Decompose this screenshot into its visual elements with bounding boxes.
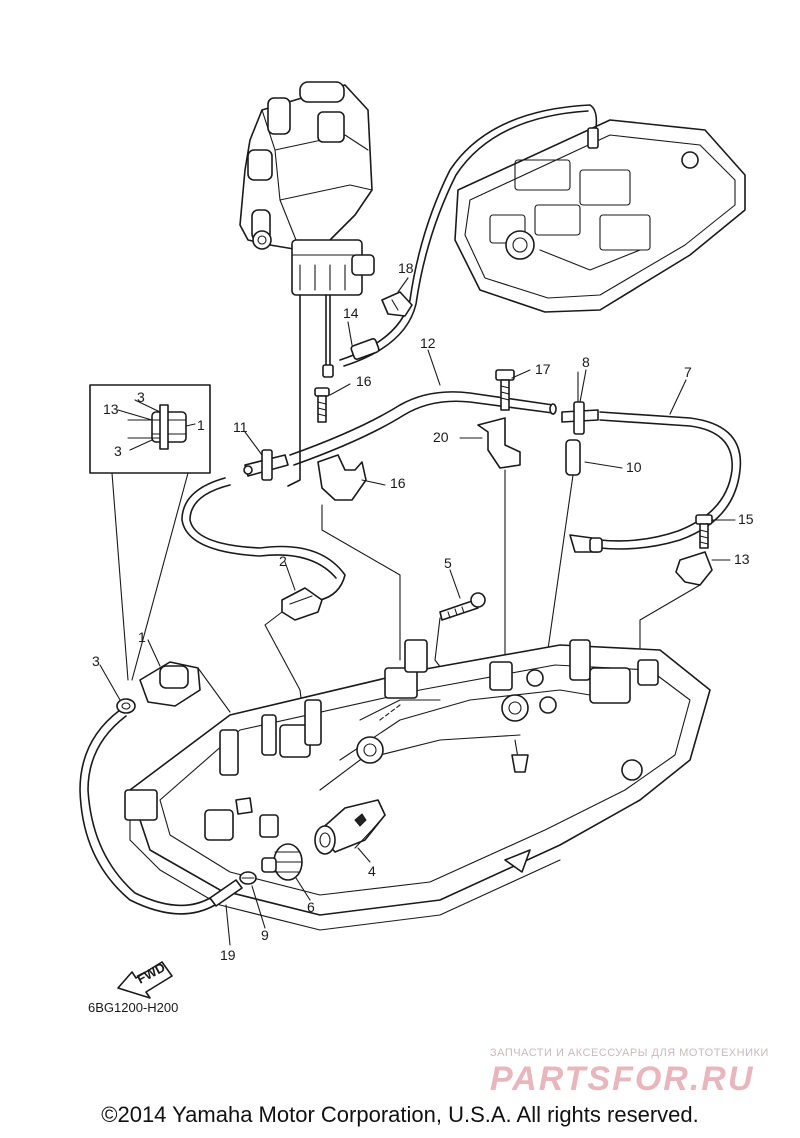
- bottom-cowling: [124, 639, 711, 931]
- callout-12: 11: [233, 419, 248, 435]
- callout-18: 17: [535, 361, 551, 377]
- clamp-17: [317, 454, 401, 661]
- callout-3-inset-top: 3: [137, 389, 145, 405]
- copyright-notice: ©2014 Yamaha Motor Corporation, U.S.A. A…: [101, 1102, 699, 1127]
- callout-19: 18: [398, 260, 414, 276]
- inset-detail-box: [89, 384, 211, 681]
- callout-17: 16: [390, 475, 406, 491]
- diagram-code: 6BG1200-H200: [88, 1000, 178, 1015]
- leader-lines: [99, 277, 736, 946]
- hose-7: [599, 411, 742, 550]
- hose-11: [289, 391, 557, 466]
- callout-16-top: 16: [356, 373, 372, 389]
- callout-14: 14: [343, 305, 359, 321]
- grommet-2: [264, 587, 323, 731]
- callout-10: 10: [626, 459, 642, 475]
- connector-8: [561, 371, 599, 435]
- hose-13: [79, 477, 346, 915]
- watermark-brand: PARTSFOR.RU: [490, 1060, 754, 1098]
- callout-3-inset-bottom: 3: [114, 443, 122, 459]
- watermark-subtitle: ЗАПЧАСТИ И АКСЕССУАРЫ ДЛЯ МОТОТЕХНИКИ: [490, 1047, 769, 1059]
- callout-15: 13: [734, 551, 750, 567]
- clip-3: [116, 698, 136, 714]
- callout-9: 9: [261, 927, 269, 943]
- callout-4: 4: [368, 863, 376, 879]
- callout-11: 12: [420, 335, 436, 351]
- callout-20: 20: [433, 429, 449, 445]
- callout-16-right: 15: [738, 511, 754, 527]
- callout-3: 3: [92, 653, 100, 669]
- hose-end-13: [209, 879, 243, 907]
- grommet-4: [314, 799, 386, 855]
- fitting-right: [569, 534, 603, 553]
- callout-2: 2: [279, 553, 287, 569]
- callout-5: 5: [444, 555, 452, 571]
- bolt-18: [495, 369, 515, 411]
- grommet-1: [139, 661, 231, 713]
- carburetor-assembly: [239, 81, 375, 487]
- callout-7: 7: [684, 364, 692, 380]
- clip-9: [239, 871, 257, 885]
- callout-6: 6: [307, 899, 315, 915]
- cowling-top-plate: [454, 119, 746, 313]
- callout-13-inset: 13: [103, 401, 119, 417]
- cap-6: [261, 843, 303, 881]
- callout-labels: 18 14 16 12 17 8 7 3 13 1 3 11 20 10 16 …: [92, 260, 754, 963]
- bolt-16-left: [314, 387, 330, 423]
- callout-1-inset: 1: [197, 417, 205, 433]
- screw-5: [434, 592, 486, 681]
- callout-13: 19: [220, 947, 236, 963]
- bracket-20: [477, 417, 521, 666]
- bolt-16-right: [695, 514, 713, 549]
- callout-8: 8: [582, 354, 590, 370]
- tube-10: [544, 439, 581, 671]
- t-joint-12: [243, 449, 289, 481]
- fwd-arrow: FWD: [117, 960, 173, 999]
- callout-1: 1: [138, 629, 146, 645]
- clip-19: [381, 291, 413, 317]
- watermark: ЗАПЧАСТИ И АКСЕССУАРЫ ДЛЯ МОТОТЕХНИКИ PA…: [490, 1047, 769, 1098]
